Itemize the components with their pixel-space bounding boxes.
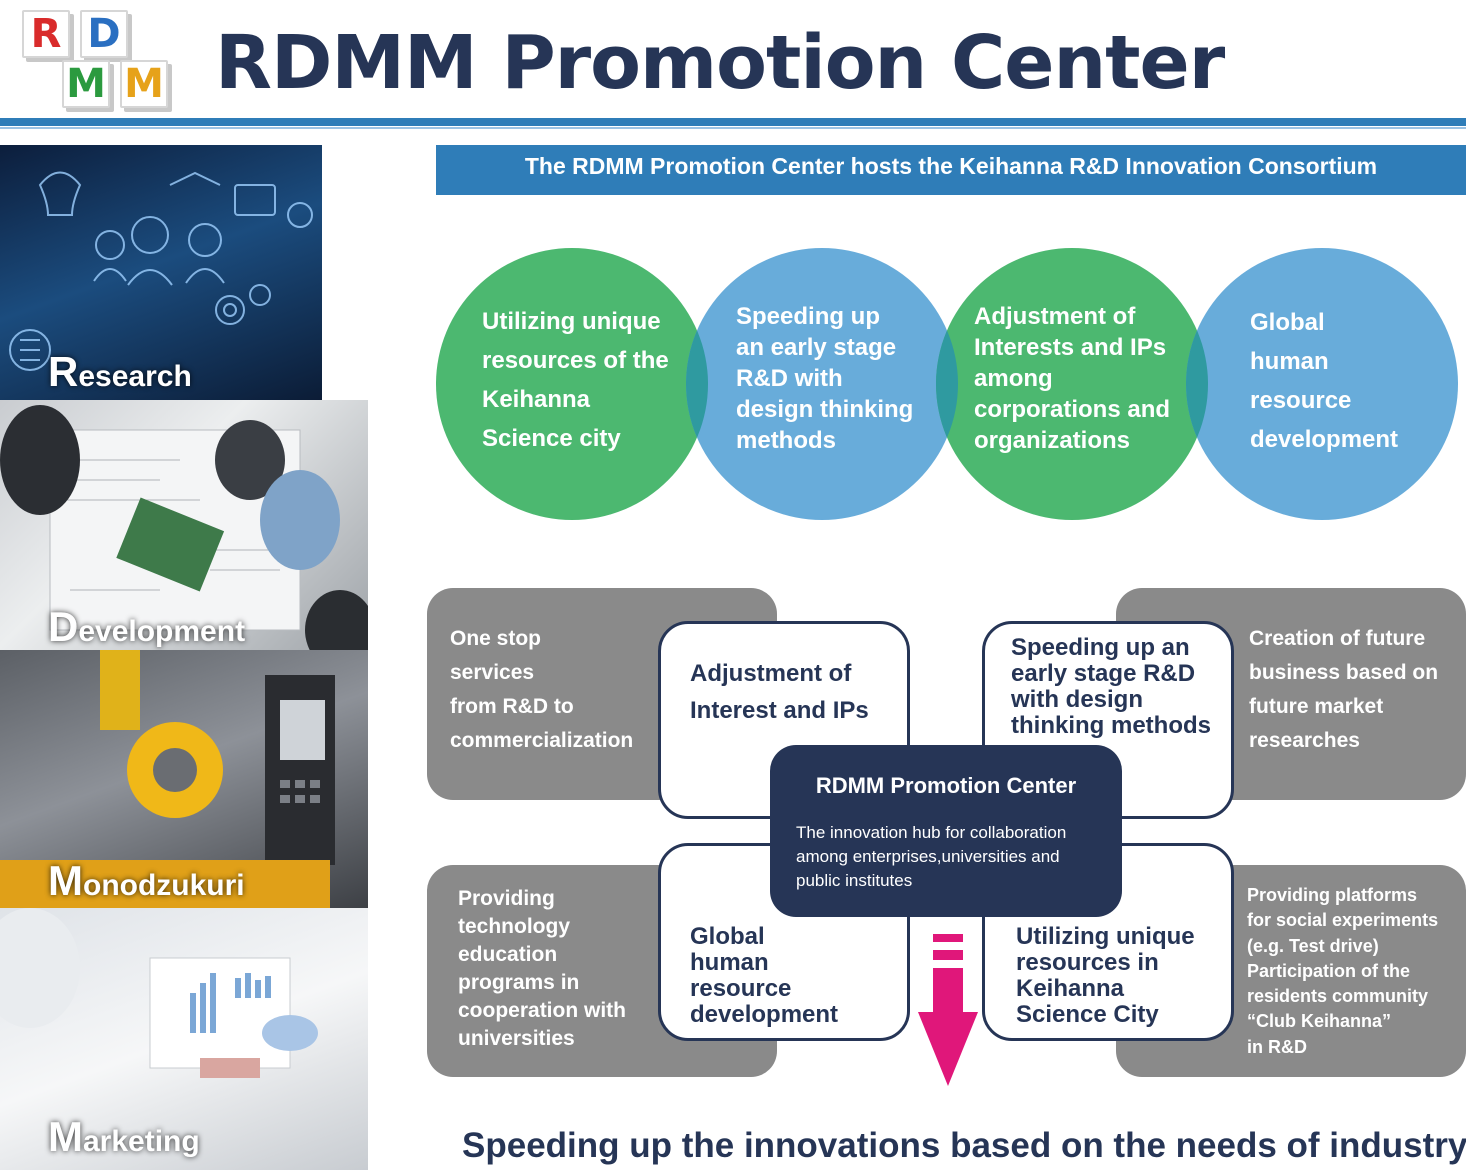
circle-speeding-rd — [686, 248, 958, 520]
logo-block-m2: M — [120, 60, 168, 108]
header-divider-light — [0, 127, 1466, 129]
label-research: Research — [48, 348, 192, 395]
consortium-banner: The RDMM Promotion Center hosts the Keih… — [436, 145, 1466, 195]
marketing-scene — [0, 908, 318, 1078]
label-monodzukuri: Monodzukuri — [48, 857, 245, 904]
photo-marketing — [0, 908, 368, 1170]
hub-box: RDMM Promotion Center The innovation hub… — [770, 745, 1122, 917]
hub-title: RDMM Promotion Center — [815, 773, 1077, 798]
logo: R D M M — [22, 8, 172, 108]
logo-block-r: R — [22, 10, 70, 58]
photo-development — [0, 400, 368, 650]
development-scene — [0, 405, 368, 650]
logo-block-m1: M — [62, 60, 110, 108]
label-development: Development — [48, 603, 246, 650]
header-divider — [0, 118, 1466, 126]
bottom-tagline: Speeding up the innovations based on the… — [462, 1126, 1466, 1165]
monodzukuri-scene — [0, 650, 335, 908]
label-marketing: Marketing — [48, 1113, 200, 1160]
circle-adjustment-ips — [936, 248, 1208, 520]
logo-block-d: D — [80, 10, 128, 58]
circle-global-hr — [1186, 248, 1458, 520]
photo-monodzukuri — [0, 650, 368, 908]
page-title: RDMM Promotion Center — [215, 20, 1225, 106]
down-arrow-icon — [918, 934, 978, 1086]
circle-keihanna-resources — [436, 248, 708, 520]
research-icons — [9, 171, 313, 371]
photo-research — [0, 145, 322, 400]
